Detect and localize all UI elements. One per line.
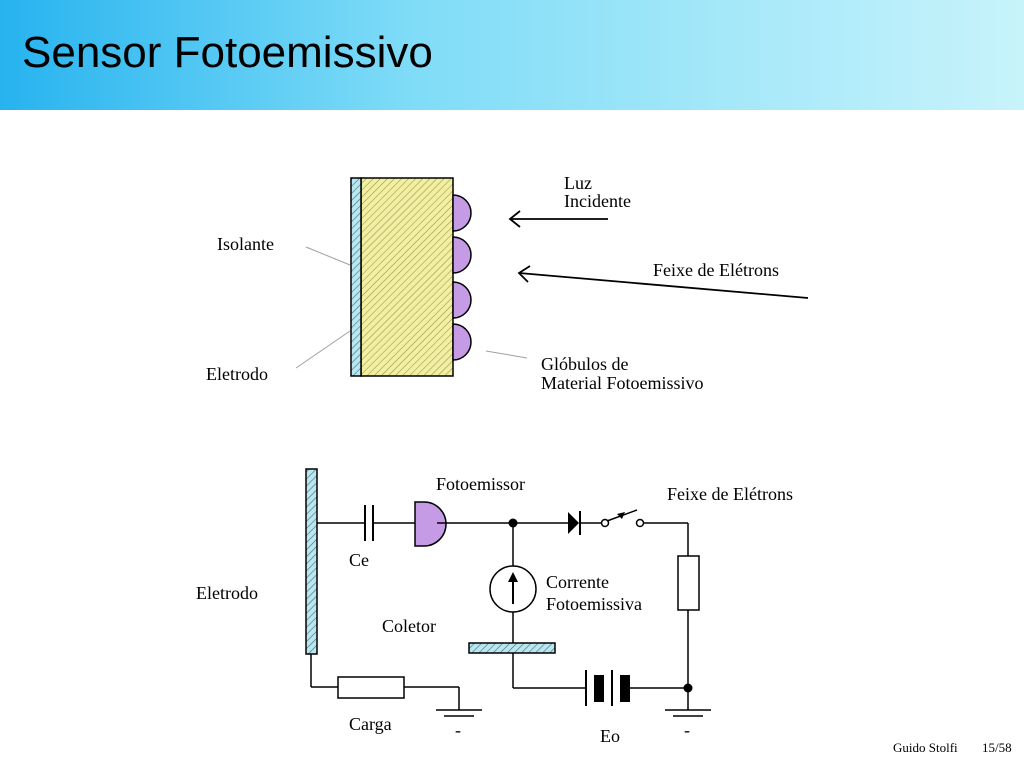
sensor-cross-section: Luz Incidente Feixe de Elétrons Isolante… xyxy=(206,173,809,393)
label-carga: Carga xyxy=(349,714,392,734)
label-globulos-line2: Material Fotoemissivo xyxy=(541,373,703,393)
slide-title: Sensor Fotoemissivo xyxy=(22,28,433,77)
label-coletor: Coletor xyxy=(382,616,436,636)
label-feixe-circuit: Feixe de Elétrons xyxy=(667,484,793,504)
diode-symbol xyxy=(568,511,581,535)
label-minus-left: - xyxy=(455,720,461,740)
resistor-right xyxy=(677,555,700,611)
label-fotoemissor: Fotoemissor xyxy=(436,474,525,494)
current-meter xyxy=(489,565,537,613)
footer-page-number: 15/58 xyxy=(982,740,1012,755)
label-luz: Luz xyxy=(564,173,592,193)
footer-author: Guido Stolfi xyxy=(893,740,958,755)
label-fotoemissiva: Fotoemissiva xyxy=(546,594,642,614)
title-bar: Sensor Fotoemissivo xyxy=(0,0,1024,110)
label-globulos-line1: Glóbulos de xyxy=(541,354,629,374)
junction-node xyxy=(683,683,693,693)
label-eo: Eo xyxy=(600,726,620,746)
label-isolante: Isolante xyxy=(217,234,274,254)
electron-beam-arrow xyxy=(517,265,809,299)
label-minus-right: - xyxy=(684,720,690,740)
leader-line-globulos xyxy=(485,350,528,359)
label-incidente: Incidente xyxy=(564,191,631,211)
load-resistor xyxy=(337,676,405,699)
switch-symbol xyxy=(600,509,645,528)
photoemissive-globule xyxy=(452,323,472,361)
leader-line-isolante xyxy=(305,246,351,266)
label-corrente: Corrente xyxy=(546,572,609,592)
ground-symbol xyxy=(665,709,711,717)
circuit-diagram: Fotoemissor Feixe de Elétrons Ce Corrent… xyxy=(196,468,793,746)
label-feixe-top: Feixe de Elétrons xyxy=(653,260,779,280)
collector-plate xyxy=(468,642,556,654)
ground-symbol xyxy=(436,709,482,717)
electrode-plate xyxy=(350,177,362,377)
battery-eo xyxy=(585,670,630,706)
photoemissive-globule xyxy=(452,281,472,319)
photoemitter-symbol xyxy=(414,501,447,547)
insulator-layer xyxy=(360,177,454,377)
leader-line-eletrodo xyxy=(295,330,351,369)
label-ce: Ce xyxy=(349,550,369,570)
capacitor-ce xyxy=(364,505,374,541)
label-eletrodo-circuit: Eletrodo xyxy=(196,583,258,603)
photoemissive-globule xyxy=(452,236,472,274)
label-eletrodo-top: Eletrodo xyxy=(206,364,268,384)
circuit-electrode xyxy=(305,468,318,655)
incident-light-arrow xyxy=(508,210,608,228)
photoemissive-globule xyxy=(452,194,472,232)
